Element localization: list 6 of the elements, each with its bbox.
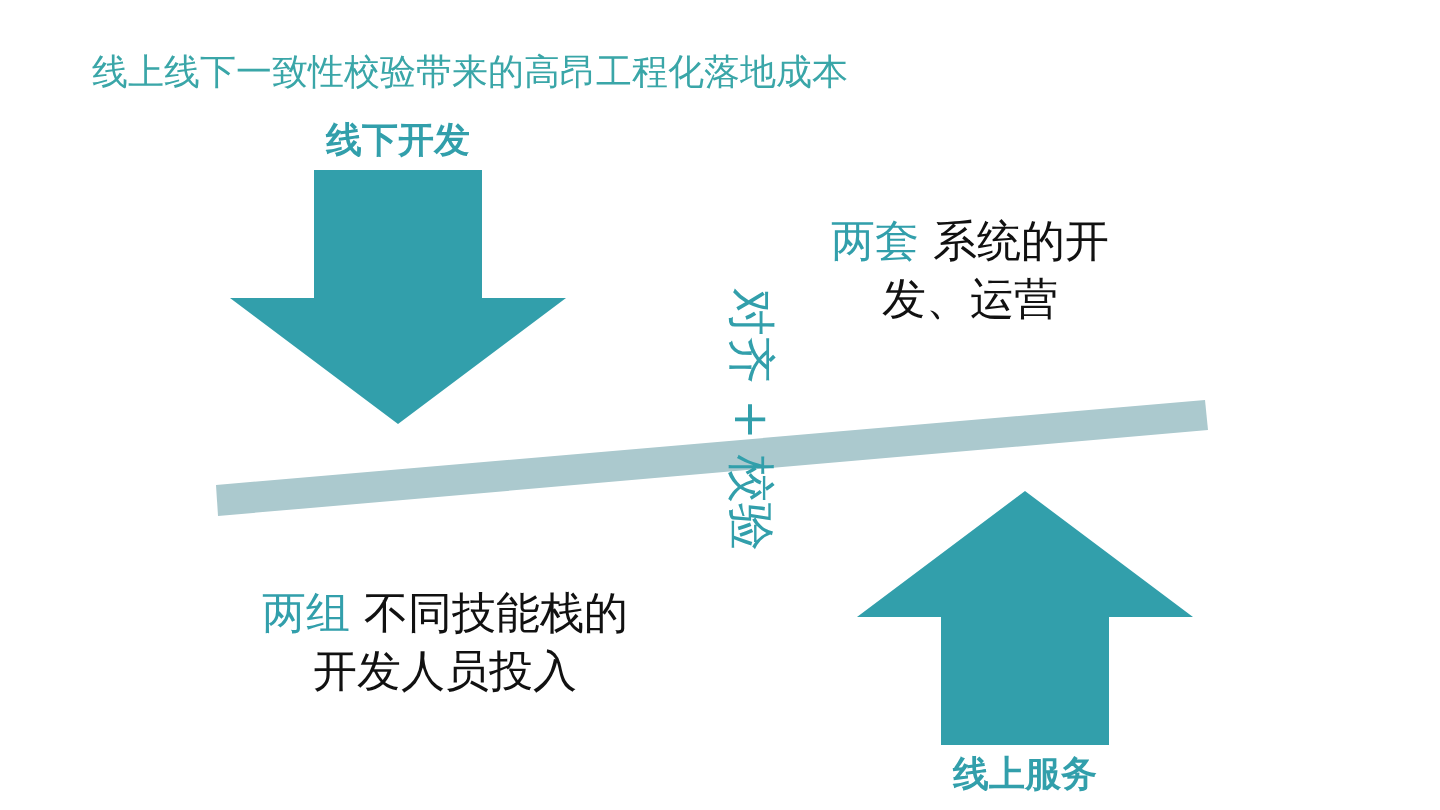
vertical-label: 对齐 + 校验 [723,288,781,551]
arrow-label: 线下开发 [324,118,471,162]
note-text: 两套 系统的开发、运营 [830,214,1110,326]
note-text: 两组 不同技能栈的开发人员投入 [261,586,629,698]
arrow-label: 线上服务 [951,752,1098,796]
title: 线上线下一致性校验带来的高昂工程化落地成本 [92,50,848,94]
